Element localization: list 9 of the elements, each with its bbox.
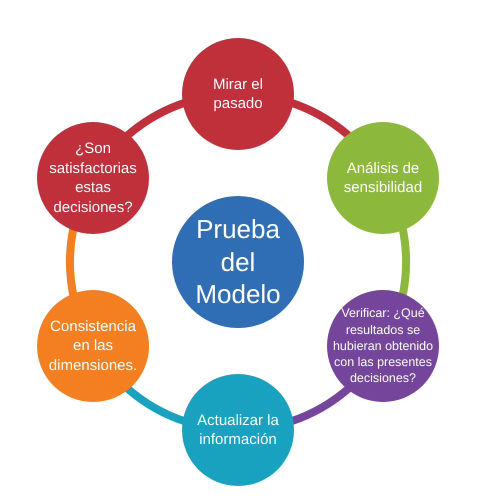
node-label: Mirar el pasado [212, 74, 264, 114]
node-label: Actualizar la información [196, 410, 280, 450]
node-label: Análisis de sensibilidad [342, 158, 424, 198]
ring-arc [398, 226, 410, 298]
ring-arc [66, 226, 78, 298]
node-label: Prueba del Modelo [194, 213, 282, 311]
node-label: ¿Son satisfactorias estas decisiones? [48, 139, 138, 217]
node-label: Verificar: ¿Qué resultados se hubieran obtenido con las presentes decisiones? [332, 305, 434, 387]
node-label: Consistencia en las dimensiones. [48, 316, 138, 376]
